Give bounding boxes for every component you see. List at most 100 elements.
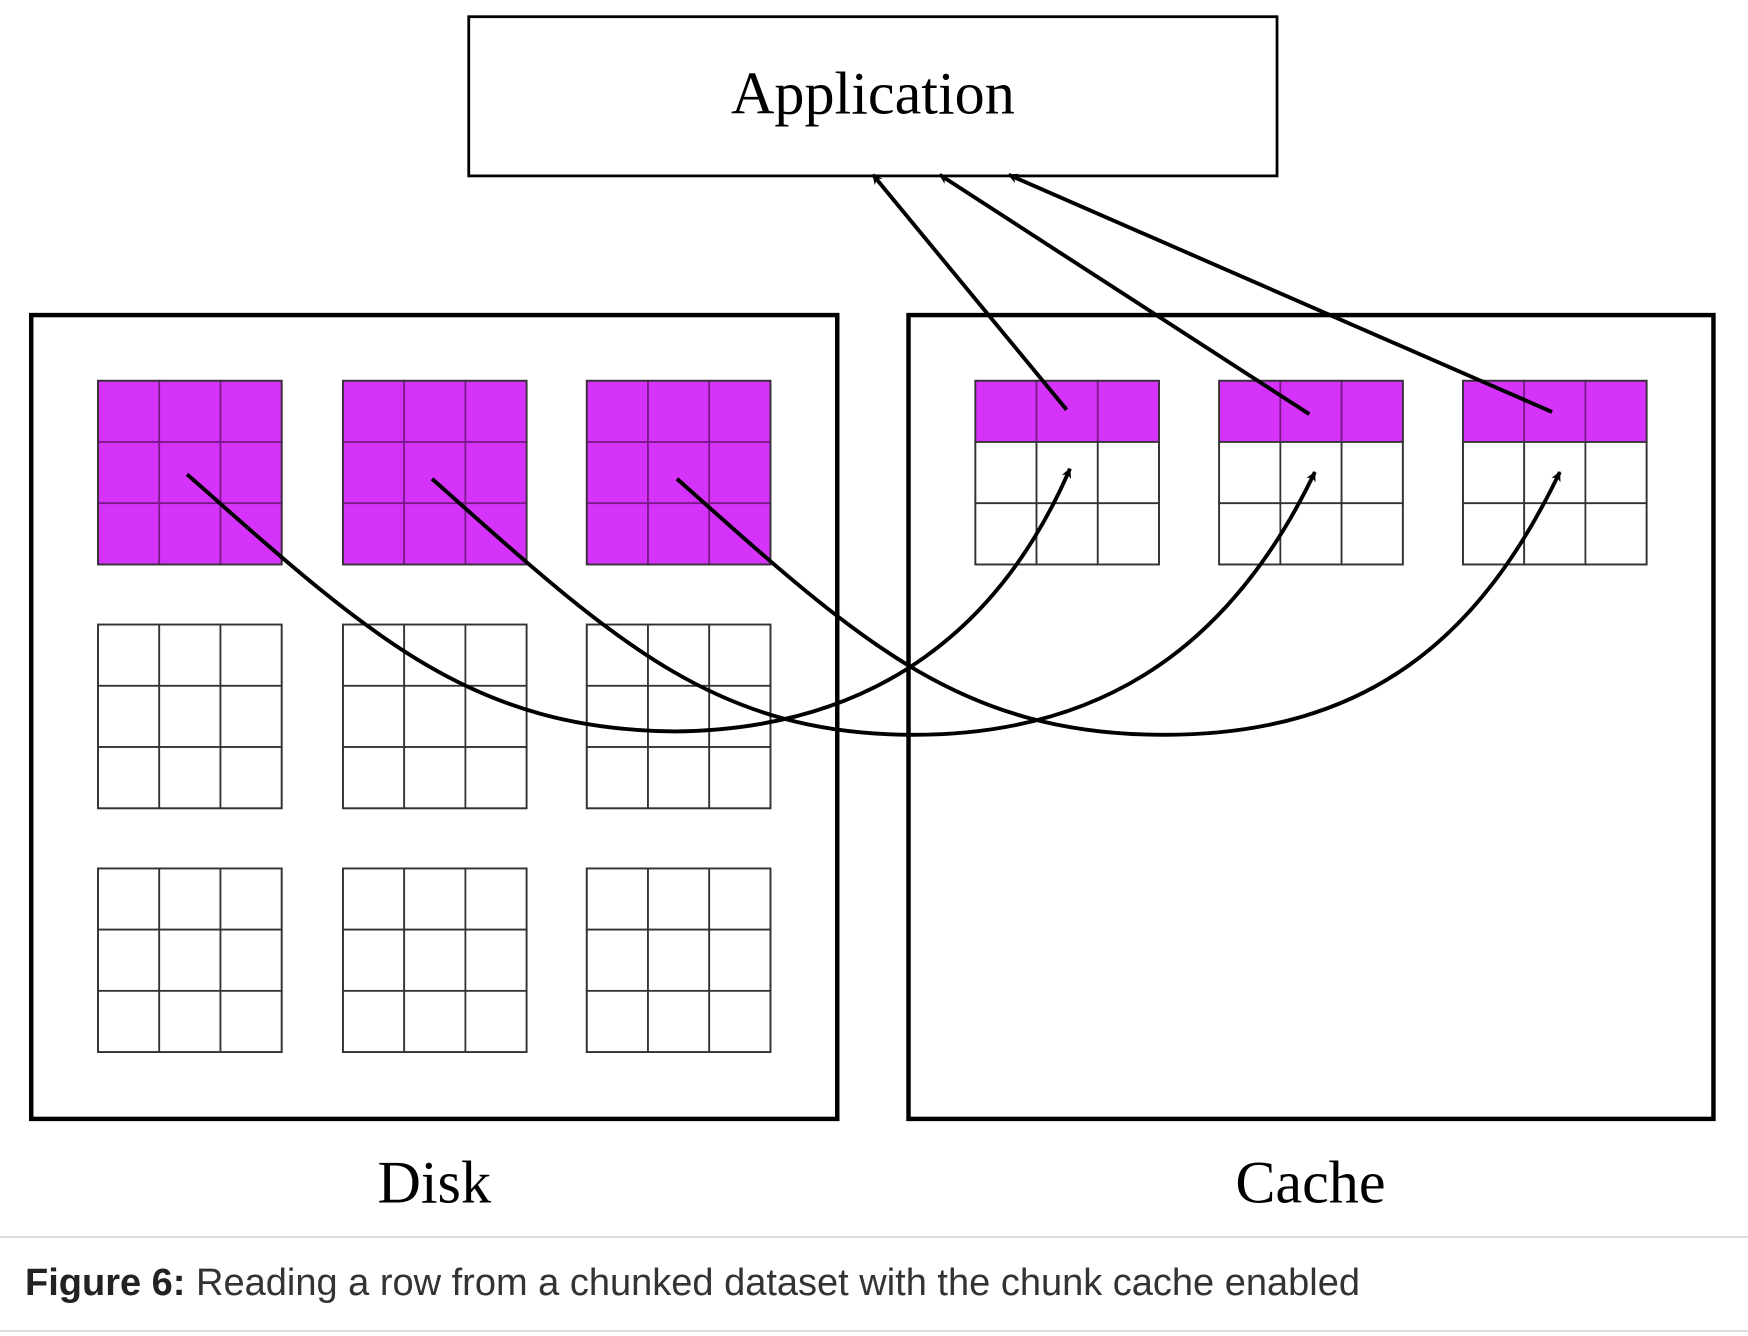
caption-bottom-rule xyxy=(0,1330,1748,1332)
empty-cell xyxy=(158,746,222,810)
empty-cell xyxy=(585,746,649,810)
empty-cell xyxy=(708,623,772,687)
empty-cell xyxy=(974,502,1038,566)
empty-cell xyxy=(1035,502,1099,566)
cache-chunk-2 xyxy=(1462,379,1648,566)
chunk-border xyxy=(1218,379,1404,566)
cache-to-application-arrow-1 xyxy=(938,173,1311,416)
application-label: Application xyxy=(731,61,1015,128)
cache-label: Cache xyxy=(1235,1149,1385,1216)
disk-chunk-1-2 xyxy=(585,623,772,810)
highlighted-cell xyxy=(1279,379,1343,443)
empty-cell xyxy=(1340,502,1404,566)
empty-cell xyxy=(97,746,161,810)
chunk-border xyxy=(97,623,283,810)
empty-cell xyxy=(585,684,649,748)
cache-chunks xyxy=(974,379,1648,566)
empty-cell xyxy=(403,684,467,748)
empty-cell xyxy=(342,623,406,687)
highlighted-cell xyxy=(219,379,283,443)
chunk-border xyxy=(97,379,283,566)
disk-to-cache-arrow-0 xyxy=(185,467,1072,734)
empty-cell xyxy=(708,928,772,992)
highlighted-cell xyxy=(342,441,406,505)
empty-cell xyxy=(158,623,222,687)
highlighted-cell xyxy=(219,441,283,505)
empty-cell xyxy=(708,746,772,810)
empty-cell xyxy=(1523,502,1587,566)
empty-cell xyxy=(97,928,161,992)
highlighted-cell xyxy=(97,502,161,566)
highlighted-cell xyxy=(708,379,772,443)
disk-chunk-0-0 xyxy=(97,379,283,566)
disk-chunk-0-2 xyxy=(585,379,772,566)
highlighted-cell xyxy=(97,441,161,505)
empty-cell xyxy=(97,867,161,931)
chunk-border xyxy=(974,379,1160,566)
highlighted-cell xyxy=(464,441,528,505)
empty-cell xyxy=(158,684,222,748)
empty-cell xyxy=(342,928,406,992)
empty-cell xyxy=(219,684,283,748)
application-box: Application xyxy=(467,15,1279,178)
chunk-border xyxy=(342,379,528,566)
disk-chunk-2-1 xyxy=(342,867,528,1053)
empty-cell xyxy=(464,684,528,748)
empty-cell xyxy=(708,989,772,1053)
highlighted-cell xyxy=(647,379,711,443)
empty-cell xyxy=(647,989,711,1053)
disk-to-cache-arrow-1 xyxy=(430,471,1317,737)
empty-cell xyxy=(1218,441,1282,505)
empty-cell xyxy=(403,746,467,810)
highlighted-cell xyxy=(1340,379,1404,443)
empty-cell xyxy=(1096,441,1160,505)
empty-cell xyxy=(1584,502,1648,566)
chunk-border xyxy=(97,867,283,1053)
disk-to-cache-arrow-2 xyxy=(675,471,1562,737)
highlighted-cell xyxy=(1035,379,1099,443)
empty-cell xyxy=(585,989,649,1053)
empty-cell xyxy=(342,867,406,931)
empty-cell xyxy=(1218,502,1282,566)
disk-chunk-1-1 xyxy=(342,623,528,810)
highlighted-cell xyxy=(585,502,649,566)
caption-top-rule xyxy=(0,1236,1748,1238)
empty-cell xyxy=(647,867,711,931)
empty-cell xyxy=(708,867,772,931)
cache-chunk-0 xyxy=(974,379,1160,566)
empty-cell xyxy=(403,928,467,992)
highlighted-cell xyxy=(403,502,467,566)
highlighted-cell xyxy=(342,379,406,443)
highlighted-cell xyxy=(1523,379,1587,443)
highlighted-cell xyxy=(585,441,649,505)
empty-cell xyxy=(1340,441,1404,505)
empty-cell xyxy=(1523,441,1587,505)
highlighted-cell xyxy=(403,379,467,443)
empty-cell xyxy=(97,989,161,1053)
chunk-border xyxy=(585,867,772,1053)
highlighted-cell xyxy=(1096,379,1160,443)
chunk-border xyxy=(585,379,772,566)
caption-label: Figure 6: xyxy=(25,1262,186,1304)
empty-cell xyxy=(97,623,161,687)
disk-label: Disk xyxy=(377,1149,492,1216)
chunk-border xyxy=(1462,379,1648,566)
empty-cell xyxy=(464,867,528,931)
disk-box xyxy=(28,312,840,1122)
empty-cell xyxy=(403,867,467,931)
data-flow-arrows xyxy=(185,173,1562,737)
cache-to-application-arrow-2 xyxy=(1007,173,1553,414)
empty-cell xyxy=(219,623,283,687)
empty-cell xyxy=(1462,441,1526,505)
highlighted-cell xyxy=(1462,379,1526,443)
highlighted-cell xyxy=(158,379,222,443)
cache-to-application-arrow-0 xyxy=(871,173,1069,411)
empty-cell xyxy=(464,623,528,687)
highlighted-cell xyxy=(647,441,711,505)
highlighted-cell xyxy=(708,441,772,505)
empty-cell xyxy=(1584,441,1648,505)
empty-cell xyxy=(158,928,222,992)
empty-cell xyxy=(647,746,711,810)
empty-cell xyxy=(1279,441,1343,505)
empty-cell xyxy=(403,989,467,1053)
